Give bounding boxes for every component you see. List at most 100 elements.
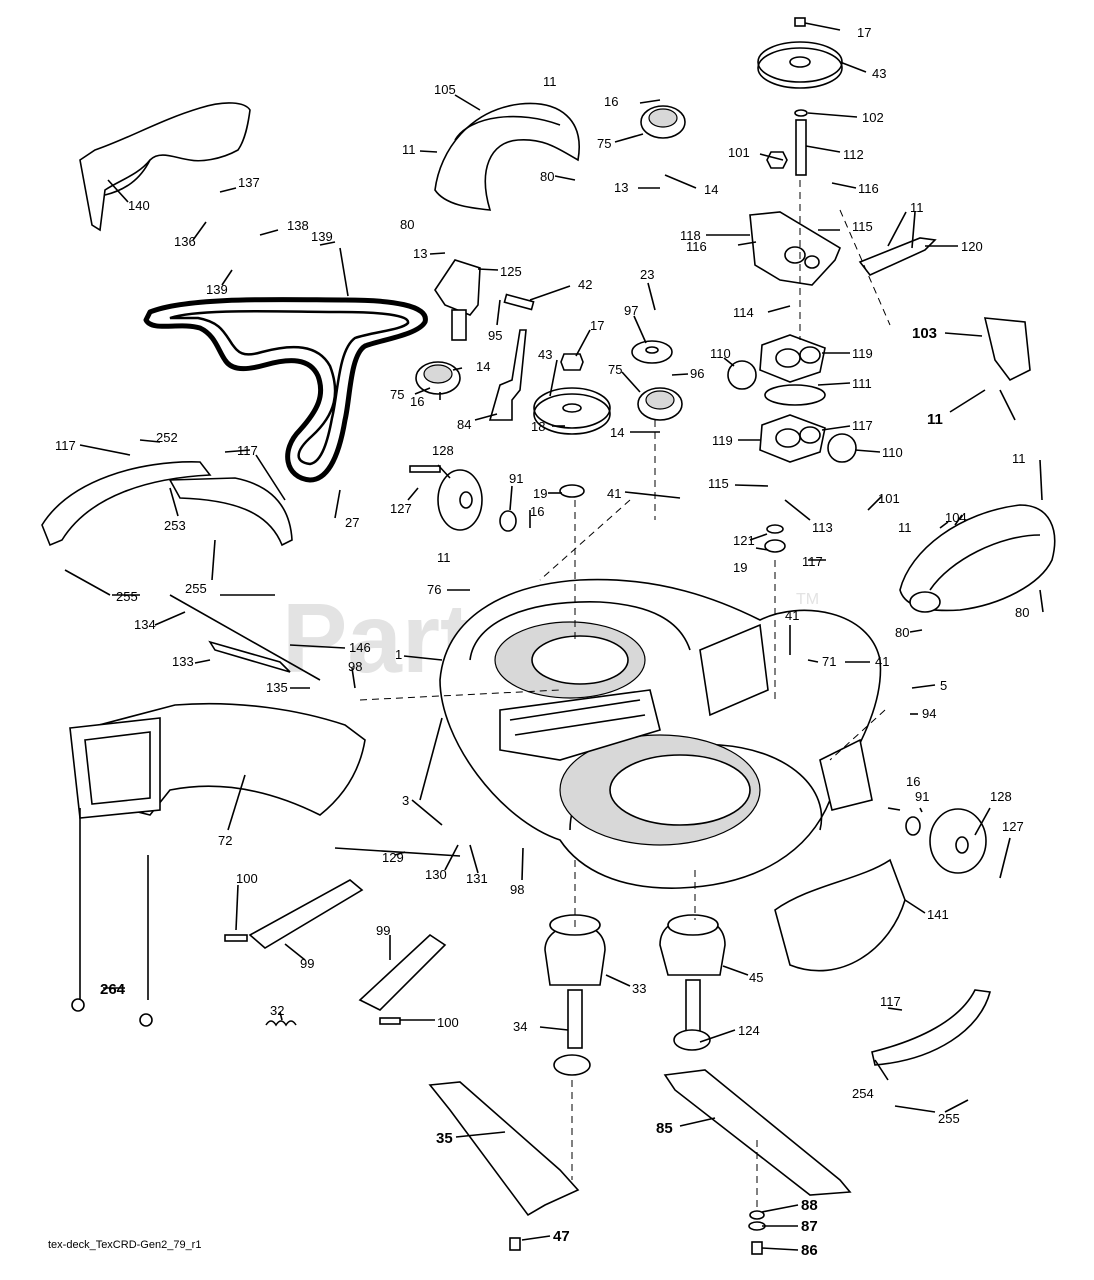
callout-94: 94: [922, 706, 936, 721]
callout-119: 119: [712, 433, 733, 448]
callout-45: 45: [749, 970, 763, 985]
callout-111: 111: [852, 376, 872, 391]
callout-100: 100: [437, 1015, 459, 1030]
nut-17-top: [794, 17, 806, 27]
callout-110: 110: [882, 445, 903, 460]
callout-43: 43: [538, 347, 552, 362]
lift-arm-99-left: [248, 879, 364, 949]
washer-91-right: [905, 816, 921, 836]
callout-99: 99: [376, 923, 390, 938]
gasket-111: [764, 384, 826, 406]
callout-129: 129: [382, 850, 404, 865]
callout-255: 255: [185, 581, 207, 596]
deflector-253: [168, 477, 293, 547]
lever-133: [208, 640, 291, 673]
bolt-127-left: [409, 465, 441, 473]
nut-17-mid: [560, 353, 584, 371]
callout-80: 80: [540, 169, 554, 184]
callout-80: 80: [400, 217, 414, 232]
blade-85: [663, 1069, 852, 1196]
rod-129: [334, 847, 461, 857]
pulley-43-top: [757, 47, 843, 89]
callout-103: 103: [912, 325, 937, 342]
callout-41: 41: [607, 486, 621, 501]
bracket-84: [488, 329, 527, 421]
callout-138: 138: [287, 218, 309, 233]
callout-13: 13: [413, 246, 427, 261]
callout-5: 5: [940, 678, 947, 693]
callout-75: 75: [597, 136, 611, 151]
spindle-bearing-34: [553, 1054, 591, 1076]
callout-125: 125: [500, 264, 522, 279]
callout-117: 117: [55, 438, 76, 453]
callout-3: 3: [402, 793, 409, 808]
callout-33: 33: [632, 981, 646, 996]
watermark-trademark: TM: [796, 591, 819, 608]
callout-95: 95: [488, 328, 502, 343]
callout-16: 16: [410, 394, 424, 409]
deflector-bracket-252: [41, 461, 212, 547]
callout-34: 34: [513, 1019, 527, 1034]
belt-guard-105: [434, 102, 580, 211]
callout-127: 127: [1002, 819, 1024, 834]
callout-117: 117: [802, 554, 823, 569]
bolt-47: [509, 1237, 521, 1251]
callout-80: 80: [895, 625, 909, 640]
callout-255: 255: [116, 589, 138, 604]
drive-belt-inner: [169, 309, 410, 466]
gearbox-plate-118: [749, 211, 842, 286]
callout-139: 139: [206, 282, 228, 297]
callout-97: 97: [624, 303, 638, 318]
bolt-42: [503, 293, 535, 311]
callout-104: 104: [945, 510, 967, 525]
callout-141: 141: [927, 907, 949, 922]
callout-98: 98: [510, 882, 524, 897]
bolt-100-left: [224, 934, 248, 942]
washer-91-left: [499, 510, 517, 532]
diagram-code: tex-deck_TexCRD-Gen2_79_r1: [48, 1239, 201, 1251]
washer-121: [766, 524, 784, 534]
callout-18: 18: [531, 419, 545, 434]
callout-105: 105: [434, 82, 456, 97]
bearing-19-right: [764, 539, 786, 553]
deck-side-bracket: [819, 738, 873, 811]
callout-146: 146: [349, 640, 371, 655]
callout-23: 23: [640, 267, 654, 282]
callout-16: 16: [906, 774, 920, 789]
callout-264: 264: [100, 981, 126, 998]
callout-112: 112: [843, 147, 864, 162]
callout-17: 17: [857, 25, 871, 40]
gauge-wheel-128-right: [929, 808, 987, 874]
blade-35: [428, 1081, 580, 1217]
callout-87: 87: [801, 1218, 818, 1235]
callout-11: 11: [1012, 451, 1026, 466]
callout-139: 139: [311, 229, 333, 244]
pulley-43-mid: [533, 393, 611, 435]
gear-housing-119-top: [759, 334, 826, 383]
callout-130: 130: [425, 867, 447, 882]
callout-84: 84: [457, 417, 471, 432]
callout-134: 134: [134, 617, 156, 632]
callout-114: 114: [733, 305, 754, 320]
nut-101: [766, 151, 788, 169]
callout-120: 120: [961, 239, 983, 254]
callout-116: 116: [858, 181, 879, 196]
callout-labels: 17 43 102 112 101 116 11 105 16 75 11 80…: [55, 25, 1029, 1259]
callout-101: 101: [878, 491, 900, 506]
shaft-112: [795, 119, 807, 176]
deck-mount-bracket: [699, 623, 769, 717]
callout-85: 85: [656, 1120, 673, 1137]
callout-118: 118: [680, 228, 701, 243]
bolt-86: [751, 1241, 763, 1255]
callout-136: 136: [174, 234, 196, 249]
callout-32: 32: [270, 1003, 284, 1018]
callout-11: 11: [402, 142, 416, 157]
callout-115: 115: [708, 476, 729, 491]
callout-42: 42: [578, 277, 592, 292]
idler-bracket-125: [434, 259, 481, 316]
callout-91: 91: [509, 471, 523, 486]
callout-75: 75: [390, 387, 404, 402]
belt-guard-140: [79, 102, 251, 232]
callout-11: 11: [543, 74, 557, 89]
